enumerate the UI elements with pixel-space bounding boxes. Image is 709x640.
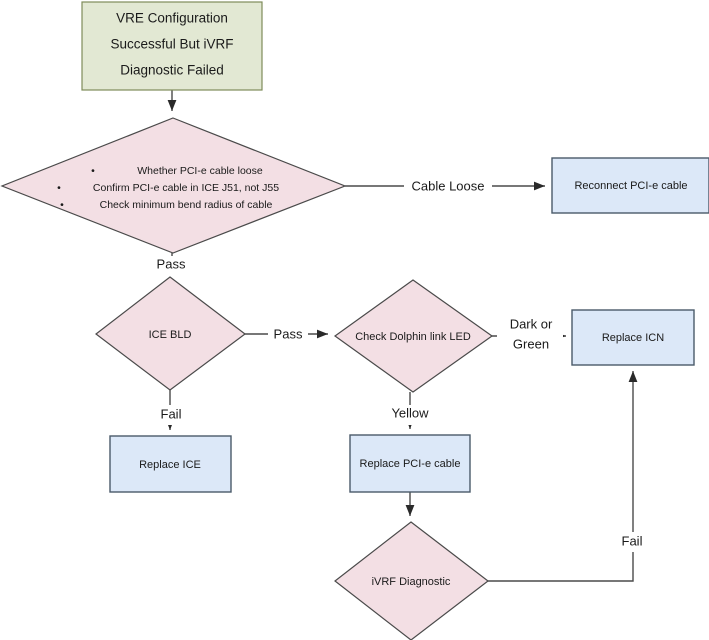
edge-ivrf-to-replace-icn: Fail: [488, 371, 654, 582]
node-reconnect-pcie-cable-shape[interactable]: [551, 157, 709, 214]
edge-label-pass-to-ice-bld: Pass: [157, 256, 186, 271]
edge-ice-bld-to-dolphin: Pass: [245, 324, 328, 344]
edge-dolphin-to-replace-pcie-cable: Yellow: [382, 392, 438, 429]
cable-check-bullet2: Confirm PCI-e cable in ICE J51, not J55: [93, 182, 279, 194]
node-dolphin-led-shape[interactable]: [333, 279, 494, 393]
node-ivrf-diagnostic[interactable]: iVRF Diagnostic: [334, 521, 489, 640]
node-replace-pcie-cable-label: Replace PCI-e cable: [360, 458, 461, 470]
edge-label-dark-or: Dark or: [510, 316, 553, 331]
node-start[interactable]: VRE Configuration Successful But iVRF Di…: [81, 1, 263, 91]
edge-ice-bld-to-replace-ice: Fail: [152, 390, 190, 430]
node-start-line1: VRE Configuration: [116, 11, 228, 26]
edge-label-fail-to-replace-icn: Fail: [622, 533, 643, 548]
cable-check-bullet3-glyph: •: [60, 199, 64, 211]
edge-cable-check-to-reconnect: Cable Loose: [345, 176, 545, 196]
node-dolphin-led-label: Check Dolphin link LED: [355, 331, 471, 343]
node-replace-pcie-cable[interactable]: Replace PCI-e cable: [349, 434, 471, 493]
cable-check-bullet1: Whether PCI-e cable loose: [137, 165, 263, 177]
cable-check-bullet3: Check minimum bend radius of cable: [100, 199, 273, 211]
edge-label-pass-to-dolphin: Pass: [274, 326, 303, 341]
node-replace-ice-label: Replace ICE: [139, 459, 201, 471]
node-replace-icn-label: Replace ICN: [602, 332, 664, 344]
edge-cable-check-to-ice-bld: Pass: [150, 253, 194, 274]
node-replace-ice[interactable]: Replace ICE: [109, 435, 232, 493]
node-dolphin-led[interactable]: Check Dolphin link LED: [333, 279, 494, 393]
node-ivrf-diagnostic-shape[interactable]: [334, 521, 489, 640]
edge-label-fail-to-replace-ice: Fail: [161, 406, 182, 421]
node-reconnect-pcie-cable-label: Reconnect PCI-e cable: [574, 180, 687, 192]
edge-label-yellow: Yellow: [391, 405, 429, 420]
edge-dolphin-to-replace-icn: Dark or Green: [492, 313, 566, 353]
node-replace-icn[interactable]: Replace ICN: [571, 309, 695, 366]
node-ivrf-diagnostic-label: iVRF Diagnostic: [372, 576, 451, 588]
node-replace-icn-shape[interactable]: [571, 309, 695, 366]
node-ice-bld[interactable]: ICE BLD: [95, 276, 246, 391]
node-start-line3: Diagnostic Failed: [120, 63, 224, 78]
node-cable-check-shape[interactable]: [0, 117, 347, 254]
node-replace-pcie-cable-shape[interactable]: [349, 434, 471, 493]
node-start-shape[interactable]: [81, 1, 263, 91]
node-cable-check[interactable]: • Whether PCI-e cable loose • Confirm PC…: [0, 117, 347, 254]
cable-check-bullet1-glyph: •: [91, 165, 95, 177]
edge-label-cable-loose: Cable Loose: [412, 178, 485, 193]
node-start-line2: Successful But iVRF: [110, 37, 233, 52]
node-reconnect-pcie-cable[interactable]: Reconnect PCI-e cable: [551, 157, 709, 214]
edge-label-green: Green: [513, 336, 549, 351]
cable-check-bullet2-glyph: •: [57, 182, 61, 194]
node-ice-bld-shape[interactable]: [95, 276, 246, 391]
node-replace-ice-shape[interactable]: [109, 435, 232, 493]
node-ice-bld-label: ICE BLD: [149, 329, 192, 341]
